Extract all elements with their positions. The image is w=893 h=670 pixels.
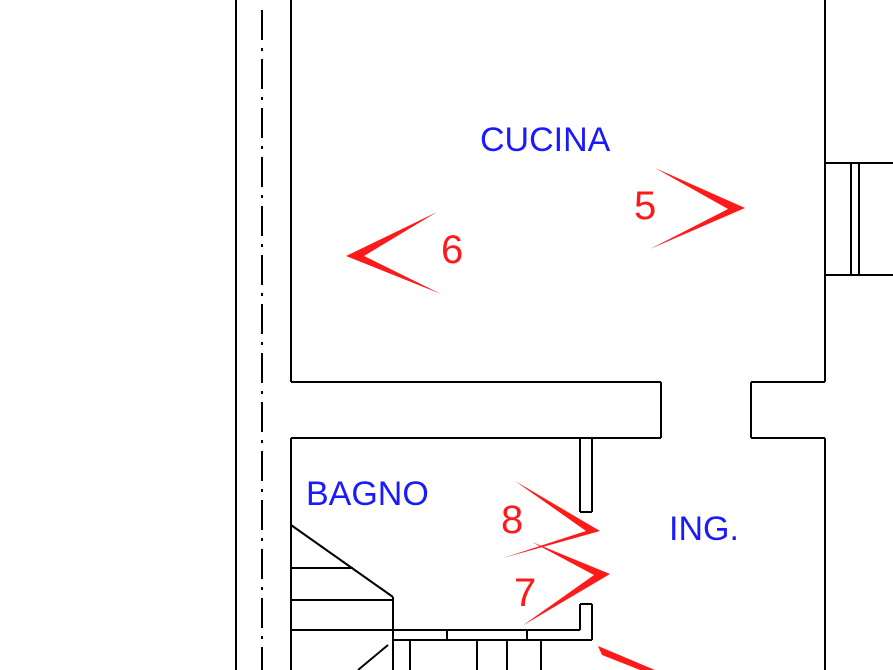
view-arrow-7 (522, 542, 610, 626)
view-marker-7: 7 (514, 542, 610, 626)
room-label-kitchen: CUCINA (480, 121, 611, 159)
staircase (290, 524, 592, 670)
kitchen-walls (290, 0, 826, 670)
view-arrow-8 (503, 481, 600, 558)
view-arrow-5 (650, 168, 745, 249)
view-marker-8: 8 (501, 481, 600, 558)
marker-number-7: 7 (514, 571, 536, 615)
room-label-entrance: ING. (669, 510, 739, 548)
room-label-bathroom: BAGNO (306, 475, 429, 513)
view-arrow-6 (346, 212, 441, 294)
kitchen-window (825, 162, 893, 276)
marker-number-8: 8 (501, 498, 523, 542)
bathroom-walls (290, 438, 593, 670)
view-marker-6: 6 (346, 212, 463, 294)
view-arrow-partial (598, 646, 655, 670)
marker-number-5: 5 (634, 184, 656, 228)
view-marker-5: 5 (634, 168, 745, 249)
marker-number-6: 6 (441, 228, 463, 272)
